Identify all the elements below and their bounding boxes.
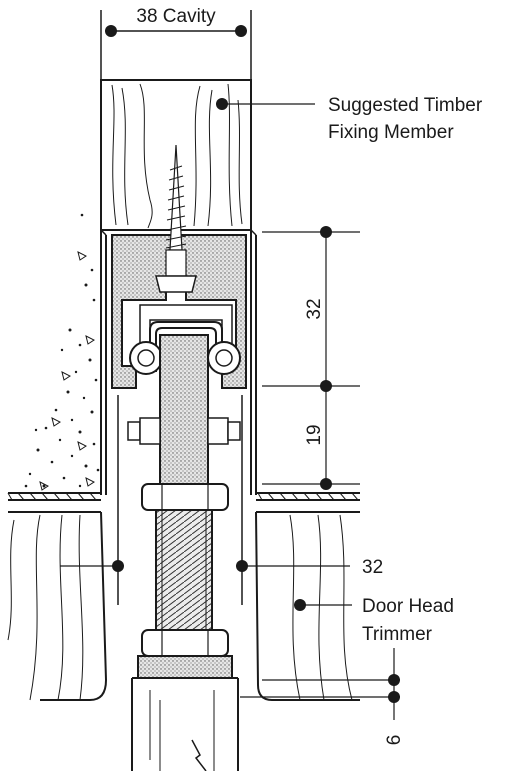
gap-dimension-6: 6 [240, 648, 405, 745]
cavity-dot-left [105, 25, 117, 37]
lower-nut [137, 629, 233, 679]
cavity-rubble [24, 213, 100, 488]
timber-label-line2: Fixing Member [328, 122, 454, 143]
trimmer-label-line2: Trimmer [362, 624, 433, 645]
upper-nut [141, 483, 229, 511]
left-trimmer [7, 492, 108, 701]
dim32-dot-left [112, 560, 124, 572]
cavity-label: 38 Cavity [136, 6, 216, 27]
dim-6-label: 6 [384, 735, 405, 746]
vertical-dimensions: 32 19 [262, 226, 360, 490]
dim-32-vertical-label: 32 [304, 298, 325, 319]
timber-callout-dot [216, 98, 228, 110]
cavity-dimension: 38 Cavity [100, 6, 252, 80]
dim-dot-bottom [320, 478, 332, 490]
head-frame [100, 229, 257, 495]
cavity-rubble-triangles [39, 251, 95, 491]
timber-callout: Suggested Timber Fixing Member [216, 95, 483, 143]
dim-dot-top [320, 226, 332, 238]
dim6-dot-top [388, 674, 400, 686]
hanger-assembly [129, 321, 241, 375]
fixing-screw [155, 144, 197, 293]
threaded-rod [155, 509, 213, 631]
dim6-dot-bottom [388, 691, 400, 703]
door-leaf [131, 677, 239, 771]
horizontal-dimension-32: 32 [60, 557, 383, 578]
trimmer-callout-dot [294, 599, 306, 611]
trimmer-label-line1: Door Head [362, 596, 454, 617]
dim-dot-mid [320, 380, 332, 392]
trimmer-callout: Door Head Trimmer [294, 596, 454, 645]
cavity-dot-right [235, 25, 247, 37]
right-trimmer [255, 492, 360, 701]
hanger-stem [127, 334, 241, 486]
timber-label-line1: Suggested Timber [328, 95, 483, 116]
dim-32-horizontal-label: 32 [362, 557, 383, 578]
dim-19-label: 19 [304, 424, 325, 445]
dim32-dot-right [236, 560, 248, 572]
